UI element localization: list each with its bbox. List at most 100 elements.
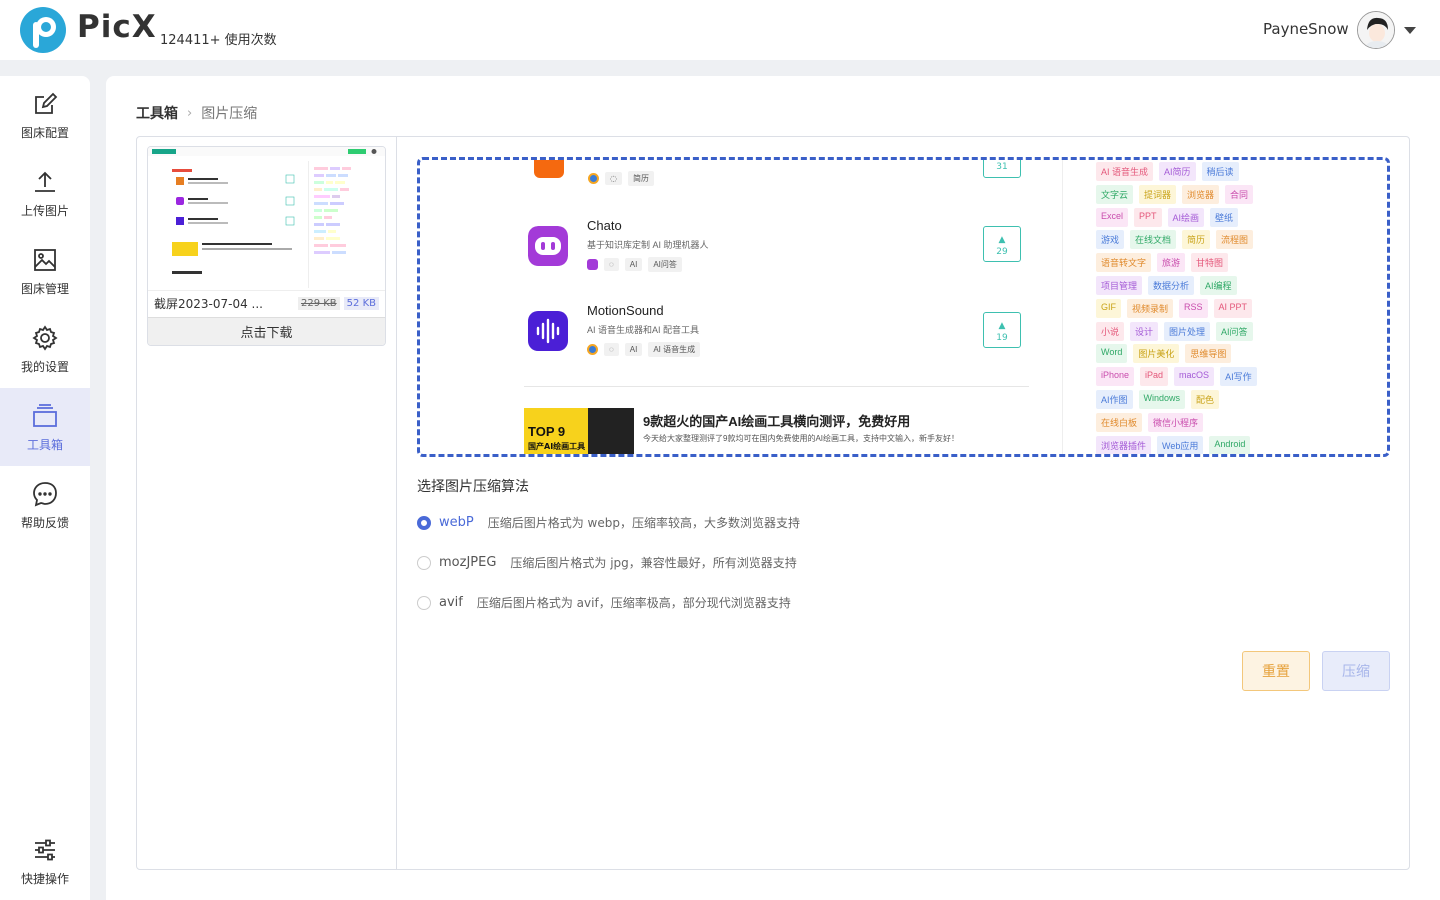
banner-title: 9款超火的国产AI绘画工具横向测评，免费好用: [643, 414, 911, 429]
category-tag: 项目管理: [1096, 276, 1143, 295]
preview-tag: AI: [624, 258, 643, 271]
picx-logo-icon: [20, 7, 66, 53]
category-tag: 在线文档: [1130, 230, 1177, 250]
banner-label: TOP 9: [528, 424, 566, 439]
compress-button[interactable]: 压缩: [1322, 651, 1390, 691]
algorithm-option-avif[interactable]: avif 压缩后图片格式为 avif，压缩率极高，部分现代浏览器支持: [417, 594, 791, 611]
category-tag: iPad: [1140, 367, 1169, 387]
category-tag: AI 语音生成: [1096, 162, 1154, 181]
divider: [1062, 160, 1063, 454]
item-title: MotionSound: [587, 303, 664, 318]
category-tag: macOS: [1174, 367, 1215, 387]
sidebar-item-label: 工具箱: [26, 437, 63, 452]
preview-item: Chato 基于知识库定制 AI 助理机器人 ◌ AI AI问答: [587, 218, 709, 272]
sidebar-item-label: 帮助反馈: [20, 515, 69, 530]
category-tag: 语音转文字: [1096, 253, 1152, 273]
avatar[interactable]: [1357, 11, 1395, 49]
category-tag: 流程图: [1216, 230, 1254, 250]
gear-icon: [32, 324, 58, 351]
vote-button: ▲29: [983, 226, 1021, 262]
category-tag: 图片美化: [1133, 344, 1180, 364]
compress-settings: ◌ 简历 31 Chato 基于知识库定制 AI 助理机器人 ◌: [398, 137, 1410, 869]
chevron-down-icon[interactable]: [1404, 27, 1416, 34]
category-tag: 设计: [1130, 321, 1159, 341]
chat-icon: [33, 481, 57, 506]
sidebar-item-manage[interactable]: 图床管理: [0, 232, 90, 310]
preview-tag: 简历: [627, 171, 654, 186]
algorithm-option-webp[interactable]: webP 压缩后图片格式为 webp，压缩率较高，大多数浏览器支持: [417, 514, 800, 531]
sidebar-item-label: 我的设置: [20, 359, 69, 374]
category-tag: 小说: [1096, 321, 1125, 341]
usage-count: 124411+ 使用次数: [160, 33, 277, 48]
option-name: mozJPEG: [439, 555, 497, 570]
sidebar-item-shortcuts[interactable]: 快捷操作: [0, 822, 90, 900]
edit-icon: [35, 92, 58, 114]
preview-tags: ◌ 简历: [588, 171, 654, 186]
category-tag: 游戏: [1096, 230, 1125, 250]
category-tag: 稍后读: [1201, 162, 1239, 181]
vote-count: 19: [996, 333, 1008, 343]
file-thumbnail[interactable]: [148, 147, 385, 288]
comment-icon: ◌: [604, 343, 619, 356]
file-name: 截屏2023-07-04 ...: [154, 297, 263, 311]
category-tag: 简历: [1182, 230, 1211, 250]
category-tag: 在线白板: [1096, 412, 1143, 432]
category-tag: 甘特图: [1191, 253, 1229, 273]
breadcrumb-current: 图片压缩: [201, 106, 258, 122]
radio-button[interactable]: [417, 595, 431, 610]
preview-tags: ◌ AI AI 语音生成: [587, 342, 701, 357]
category-tag: 微信小程序: [1148, 412, 1204, 432]
radio-button[interactable]: [417, 515, 431, 530]
username[interactable]: PayneSnow: [1263, 20, 1349, 38]
radio-button[interactable]: [417, 555, 431, 570]
reset-button[interactable]: 重置: [1242, 651, 1310, 691]
category-tag: AI简历: [1159, 162, 1196, 181]
category-tag: AI PPT: [1213, 298, 1253, 318]
browser-icon: [588, 173, 599, 184]
item-desc: AI 语音生成器和AI 配音工具: [587, 325, 700, 335]
category-tag: 合同: [1225, 184, 1254, 204]
option-desc: 压缩后图片格式为 jpg，兼容性最好，所有浏览器支持: [510, 556, 797, 570]
category-tag: 图片处理: [1164, 321, 1211, 341]
sidebar-item-settings[interactable]: 我的设置: [0, 310, 90, 388]
tag-row: AI 语音生成 AI简历稍后读: [1096, 162, 1239, 181]
app-badge-icon: [587, 259, 598, 270]
category-tag: 浏览器插件: [1096, 435, 1152, 454]
option-desc: 压缩后图片格式为 webp，压缩率较高，大多数浏览器支持: [487, 516, 800, 530]
category-tag: 旅游: [1157, 253, 1186, 273]
breadcrumb-root[interactable]: 工具箱: [136, 106, 178, 122]
option-name: webP: [439, 515, 474, 530]
category-tag: Android: [1209, 435, 1251, 454]
sidebar-item-upload[interactable]: 上传图片: [0, 154, 90, 232]
tag-row: 语音转文字旅游甘特图: [1096, 253, 1229, 273]
category-tag: 提词器: [1139, 184, 1177, 204]
vote-count: 29: [996, 247, 1008, 257]
brand-name: PicX: [77, 9, 157, 45]
category-tag: AI绘画: [1167, 207, 1205, 227]
category-tag: 浏览器: [1182, 184, 1220, 204]
compress-workspace: 截屏2023-07-04 ... 229 KB 52 KB 点击下载 ◌ 简历 …: [136, 136, 1410, 870]
original-size-badge: 229 KB: [297, 297, 340, 310]
sidebar-item-label: 图床配置: [20, 125, 69, 140]
sidebar-item-help[interactable]: 帮助反馈: [0, 466, 90, 544]
preview-tag: AI: [624, 343, 643, 356]
tag-row: 游戏在线文档简历流程图: [1096, 230, 1254, 250]
sidebar-item-config[interactable]: 图床配置: [0, 76, 90, 154]
app-icon: [534, 160, 564, 178]
file-list: 截屏2023-07-04 ... 229 KB 52 KB 点击下载: [137, 137, 397, 869]
download-button[interactable]: 点击下载: [148, 317, 385, 345]
toolbox-icon: [33, 403, 57, 427]
sidebar: 图床配置 上传图片 图床管理 我的设置 工具箱 帮助反馈 快捷操作: [0, 76, 90, 900]
option-desc: 压缩后图片格式为 avif，压缩率极高，部分现代浏览器支持: [476, 596, 791, 610]
algorithm-option-mozjpeg[interactable]: mozJPEG 压缩后图片格式为 jpg，兼容性最好，所有浏览器支持: [417, 554, 797, 571]
preview-tag: AI问答: [648, 257, 682, 272]
sidebar-item-label: 快捷操作: [20, 871, 69, 886]
app-header: PicX 124411+ 使用次数 PayneSnow: [0, 0, 1440, 60]
image-icon: [34, 248, 56, 271]
sidebar-item-label: 图床管理: [20, 281, 69, 296]
sidebar-item-toolbox[interactable]: 工具箱: [0, 388, 90, 466]
